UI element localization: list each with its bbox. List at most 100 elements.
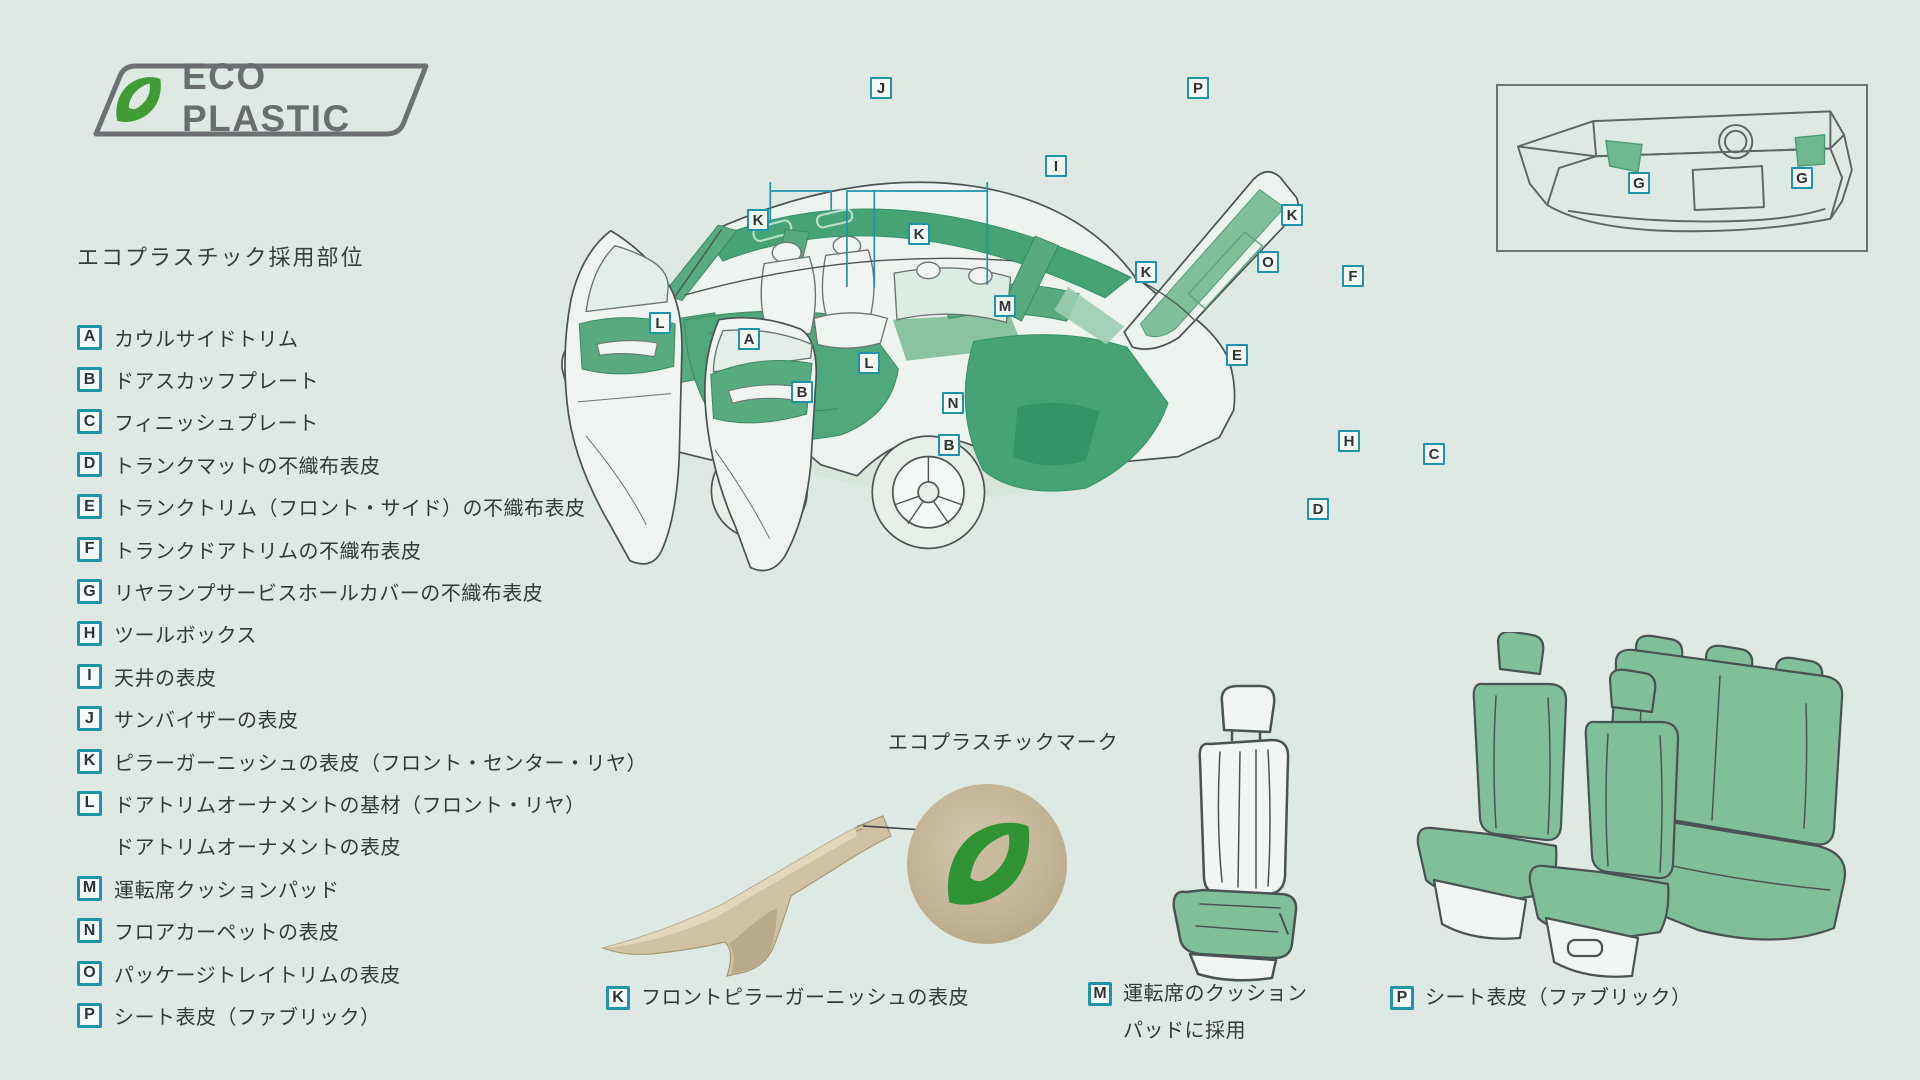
legend-badge-N: N [77, 918, 102, 944]
seat-caption-line1: 運転席のクッション [1123, 983, 1308, 1005]
seat-headrest [1220, 684, 1276, 734]
seat-set-figure [1416, 632, 1847, 978]
trunk-lid-drawing [1517, 110, 1853, 233]
leaf-icon [116, 77, 161, 122]
legend-badge-M: M [77, 875, 102, 901]
legend-badge-C: C [77, 409, 102, 435]
seat-caption-text: 運転席のクッションパッドに採用 [1123, 982, 1308, 1043]
legend-label: 天井の表皮 [114, 667, 217, 690]
legend-label: トランクトリム（フロント・サイド）の不織布表皮 [114, 498, 586, 521]
car-part-label-O-7: O [1257, 251, 1279, 273]
front-right-seat [1528, 668, 1680, 978]
car-part-label-J-0: J [870, 77, 892, 99]
car-part-label-B-15: B [938, 434, 960, 456]
legend-badge-E: E [77, 494, 102, 520]
hatch-inner-trim [1139, 188, 1286, 338]
seat-back [1198, 738, 1290, 898]
eco-mark-circle [907, 784, 1067, 944]
legend-badge-L: L [77, 790, 102, 816]
rear-door-open [704, 316, 818, 572]
legend-label: フロアカーペットの表皮 [114, 922, 340, 945]
trunk-lock [1718, 124, 1754, 160]
pillar-garnish-photo [601, 815, 892, 977]
legend-label: リヤランプサービスホールカバーの不織布表皮 [114, 583, 544, 606]
legend-label: フィニッシュプレート [114, 413, 319, 436]
car-part-label-K-6: K [1135, 261, 1157, 283]
eco-plastic-logo: ECO PLASTIC [78, 56, 434, 140]
molded-mark [855, 823, 866, 832]
car-part-label-C-18: C [1423, 443, 1445, 465]
legend-badge-G: G [77, 579, 102, 605]
legend-label: ドアトリムオーナメントの表皮 [114, 837, 401, 860]
legend-badge-H: H [77, 621, 102, 647]
legend-label: ピラーガーニッシュの表皮（フロント・センター・リヤ） [114, 752, 647, 775]
car-part-label-D-19: D [1307, 498, 1329, 520]
legend-item-N: N フロアカーペットの表皮 [77, 909, 647, 951]
legend-label: ツールボックス [114, 625, 257, 648]
legend-badge-B: B [77, 367, 102, 393]
legend-badge-K: K [77, 748, 102, 774]
roof-headliner-area [707, 208, 1132, 299]
car-part-label-L-12: L [858, 352, 880, 374]
legend-badge-O: O [77, 960, 102, 986]
interior-seats [760, 235, 1012, 349]
legend-badge-A: A [77, 324, 102, 350]
pillar-caption-badge: K [606, 986, 630, 1010]
car-part-label-A-11: A [738, 328, 760, 350]
legend-label: シート表皮（ファブリック） [114, 1006, 381, 1029]
car-part-label-G-20: G [1628, 172, 1650, 194]
legend-item-B: B ドアスカッフプレート [77, 358, 647, 400]
car-part-label-P-1: P [1187, 77, 1209, 99]
license-plate-recess [1691, 165, 1765, 211]
legend-item-C: C フィニッシュプレート [77, 401, 647, 443]
rear-lamp-hole-cover-right [1794, 134, 1826, 167]
legend-label: ドアスカッフプレート [114, 371, 319, 394]
car-part-label-H-17: H [1338, 430, 1360, 452]
car-part-label-N-14: N [942, 392, 964, 414]
driver-seat-figure [1172, 684, 1298, 982]
rear-lamp-hole-cover-left [1604, 139, 1643, 173]
car-part-label-K-3: K [747, 209, 769, 231]
car-part-label-L-10: L [649, 312, 671, 334]
pillar-caption-text: フロントピラーガーニッシュの表皮 [641, 987, 969, 1009]
legend-item-K: K ピラーガーニッシュの表皮（フロント・センター・リヤ） [77, 740, 647, 782]
legend-item-L: L ドアトリムオーナメントの基材（フロント・リヤ） [77, 782, 647, 824]
legend-item-M: M 運転席クッションパッド [77, 867, 647, 909]
legend-item-O: O パッケージトレイトリムの表皮 [77, 952, 647, 994]
legend-badge-F: F [77, 536, 102, 562]
legend-label: ドアトリムオーナメントの基材（フロント・リヤ） [114, 794, 586, 817]
trunk-lid-right-edge [1829, 133, 1853, 220]
legend-item-P: P シート表皮（ファブリック） [77, 994, 647, 1036]
legend-item-L2: ドアトリムオーナメントの表皮 [77, 825, 647, 867]
legend-label: パッケージトレイトリムの表皮 [114, 964, 401, 987]
rear-window-trim [1054, 286, 1125, 345]
pillar-caption: K フロントピラーガーニッシュの表皮 [606, 986, 969, 1010]
legend-title: エコプラスチック採用部位 [77, 245, 365, 270]
label-connector-lines [769, 182, 989, 289]
seats-caption-text: シート表皮（ファブリック） [1425, 987, 1692, 1009]
legend-badge-I: I [77, 663, 102, 689]
tool-box-area [1013, 402, 1100, 466]
seat-caption-line2: パッドに採用 [1123, 1020, 1246, 1042]
sun-visor-right [815, 208, 854, 229]
seat-recline-lever [1566, 938, 1604, 958]
front-door-open [564, 229, 683, 565]
seat-base [1188, 952, 1278, 982]
logo-text: ECO PLASTIC [182, 56, 351, 139]
legend-label: 運転席クッションパッド [114, 879, 340, 902]
legend-label: トランクマットの不織布表皮 [114, 455, 381, 478]
car-cutaway-illustration [561, 171, 1299, 572]
car-part-label-G-21: G [1791, 167, 1813, 189]
rear-hatch-open [1123, 171, 1299, 350]
pointer-line [862, 825, 925, 831]
logo-border-shape [93, 63, 429, 137]
seats-caption-badge: P [1390, 986, 1414, 1010]
legend-item-I: I 天井の表皮 [77, 655, 647, 697]
eco-mark-caption: エコプラスチックマーク [888, 732, 1119, 754]
legend-badge-P: P [77, 1002, 102, 1028]
